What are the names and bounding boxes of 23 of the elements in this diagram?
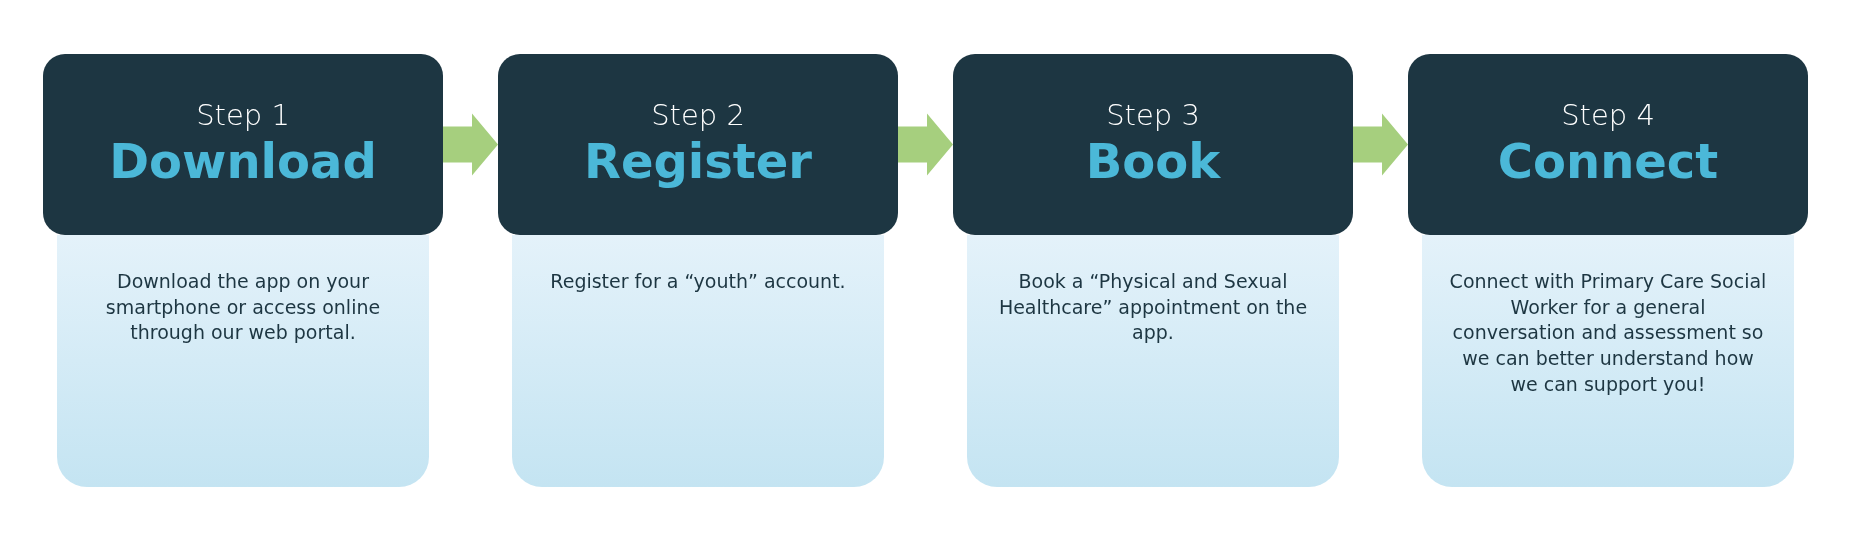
step-header-box [1408,54,1808,235]
step-title: Register [583,133,813,191]
step-description: Register for a “youth” account. [549,269,847,294]
block-arrow [1353,113,1408,176]
step-description-panel [512,235,884,487]
step-header-box [43,54,443,235]
block-arrow [443,113,498,176]
step-description-panel [967,235,1339,487]
step-title: Connect [1497,133,1719,191]
step-title: Download [109,133,377,191]
step-description: Book a “Physical and Sexual Healthcare” appointment on the app. [997,269,1309,346]
step-number: Step 4 [1561,98,1655,134]
step-number: Step 3 [1106,98,1200,134]
block-arrow [898,113,953,176]
step-description-panel [57,235,429,487]
step-description: Connect with Primary Care Social Worker for a general conversation and assessment so we can better understand how we can support you! [1448,269,1768,397]
step-number: Step 1 [196,98,290,134]
step-description-panel [1422,235,1794,487]
step-header-box [953,54,1353,235]
step-header-box [498,54,898,235]
step-title: Book [1085,133,1221,191]
step-number: Step 2 [651,98,745,134]
step-description: Download the app on your smartphone or access online through our web portal. [104,269,382,346]
